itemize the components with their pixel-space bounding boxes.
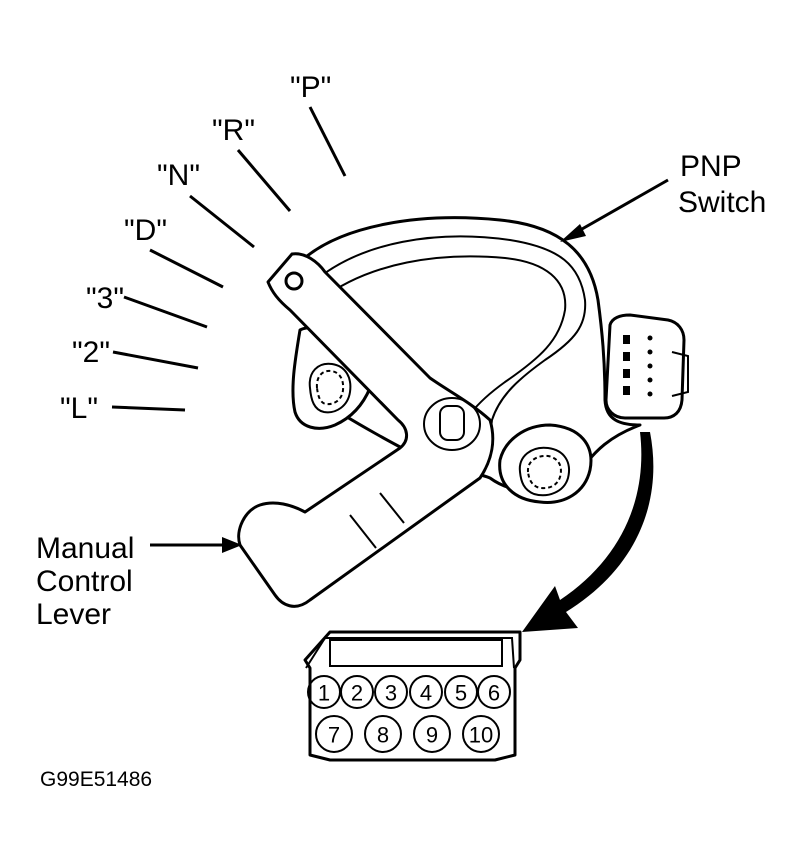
position-line-l — [111, 405, 186, 412]
lever-label-line2: Control — [36, 565, 133, 598]
position-label-r: "R" — [212, 114, 255, 147]
terminal-2: 2 — [351, 681, 363, 706]
position-label-l: "L" — [60, 392, 98, 425]
terminal-3: 3 — [385, 681, 397, 706]
lever-grip-line-1 — [349, 514, 377, 549]
terminal-row-bottom: 7 8 9 10 — [315, 715, 500, 753]
switch-connector-shell — [604, 313, 686, 420]
position-label-2: "2" — [72, 336, 110, 369]
switch-connector-housing — [604, 313, 689, 420]
terminal-7: 7 — [328, 723, 340, 748]
left-mount-slot — [308, 362, 352, 414]
position-line-r — [236, 149, 292, 212]
position-label-3: "3" — [86, 282, 124, 315]
lever-arrowhead — [222, 537, 242, 553]
position-label-d: "D" — [124, 214, 167, 247]
position-line-3 — [123, 295, 208, 329]
pnp-switch-label-line1: PNP — [680, 150, 742, 183]
lever-shaft-flat — [439, 405, 465, 441]
terminal-9: 9 — [426, 723, 438, 748]
terminal-10: 10 — [469, 723, 493, 748]
lever-pivot-hole — [284, 271, 304, 291]
position-label-n: "N" — [157, 159, 200, 192]
terminal-8: 8 — [377, 723, 389, 748]
pnp-switch-label-line2: Switch — [678, 186, 766, 219]
position-line-2 — [112, 350, 199, 370]
position-label-p: "P" — [290, 71, 331, 104]
switch-connector-latch — [671, 351, 689, 397]
terminal-row-top: 1 2 3 4 5 6 — [307, 675, 511, 709]
figure-code: G99E51486 — [40, 768, 152, 791]
position-line-n — [189, 194, 255, 249]
pnp-switch-arrowhead — [560, 224, 586, 242]
terminal-5: 5 — [455, 681, 467, 706]
lever-shaft-boss — [423, 397, 481, 451]
position-line-d — [149, 248, 224, 289]
right-mounting-ear — [498, 423, 593, 504]
connector-view-arrow — [522, 432, 654, 632]
switch-connector-pins — [623, 335, 653, 397]
lever-grip-line-2 — [379, 492, 405, 524]
connector-terminal-face: 1 2 3 4 5 6 7 8 9 10 — [303, 630, 522, 762]
terminal-4: 4 — [420, 681, 432, 706]
pnp-switch-leader-line — [574, 178, 669, 235]
connector-top-step — [305, 637, 515, 669]
position-line-p — [308, 106, 347, 177]
manual-control-lever — [237, 252, 495, 608]
position-indicator-lines — [111, 106, 347, 412]
left-mount-slot-inner — [315, 369, 345, 406]
terminal-1: 1 — [318, 681, 330, 706]
terminal-6: 6 — [488, 681, 500, 706]
lever-arm — [237, 252, 495, 608]
connector-key-window — [329, 639, 503, 667]
lever-label-line3: Lever — [36, 598, 111, 631]
right-mount-slot-inner — [526, 454, 562, 490]
right-mount-slot — [518, 446, 570, 497]
lever-label-line1: Manual — [36, 532, 134, 565]
